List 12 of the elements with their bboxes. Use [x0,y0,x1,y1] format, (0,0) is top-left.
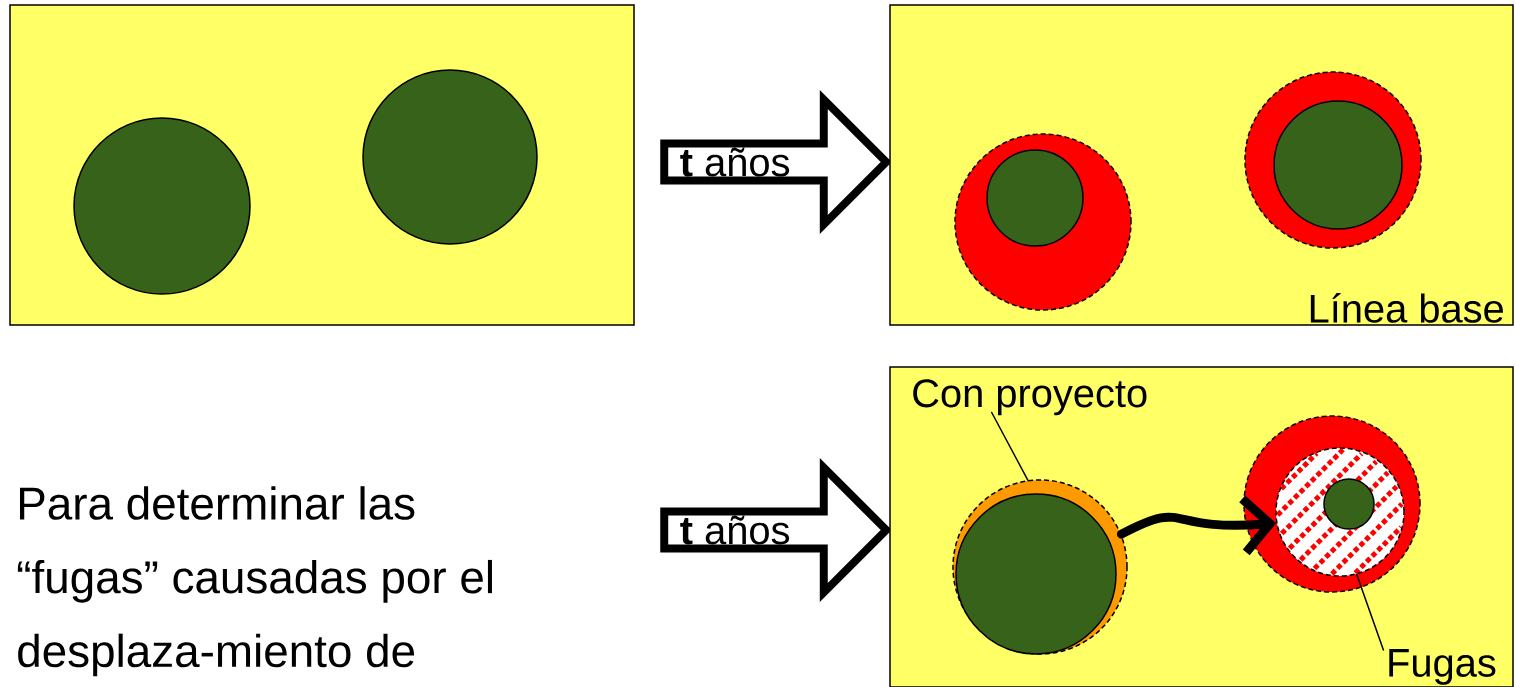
paragraph: Para determinar las “fugas” causadas por el desplaza-miento de [17,486,492,677]
callout-text: Fugas [1389,649,1496,685]
curved-arrow [1116,495,1277,556]
leader-line [1356,573,1385,651]
tree-circle [1273,100,1403,230]
leader-line [990,411,1029,481]
callout-text: Con proyecto [913,379,1147,416]
tree-circle [986,149,1084,247]
tree-circle [955,493,1117,655]
tree-circle [362,69,538,245]
tree-circle [1323,478,1375,530]
tree-circle [73,117,251,295]
